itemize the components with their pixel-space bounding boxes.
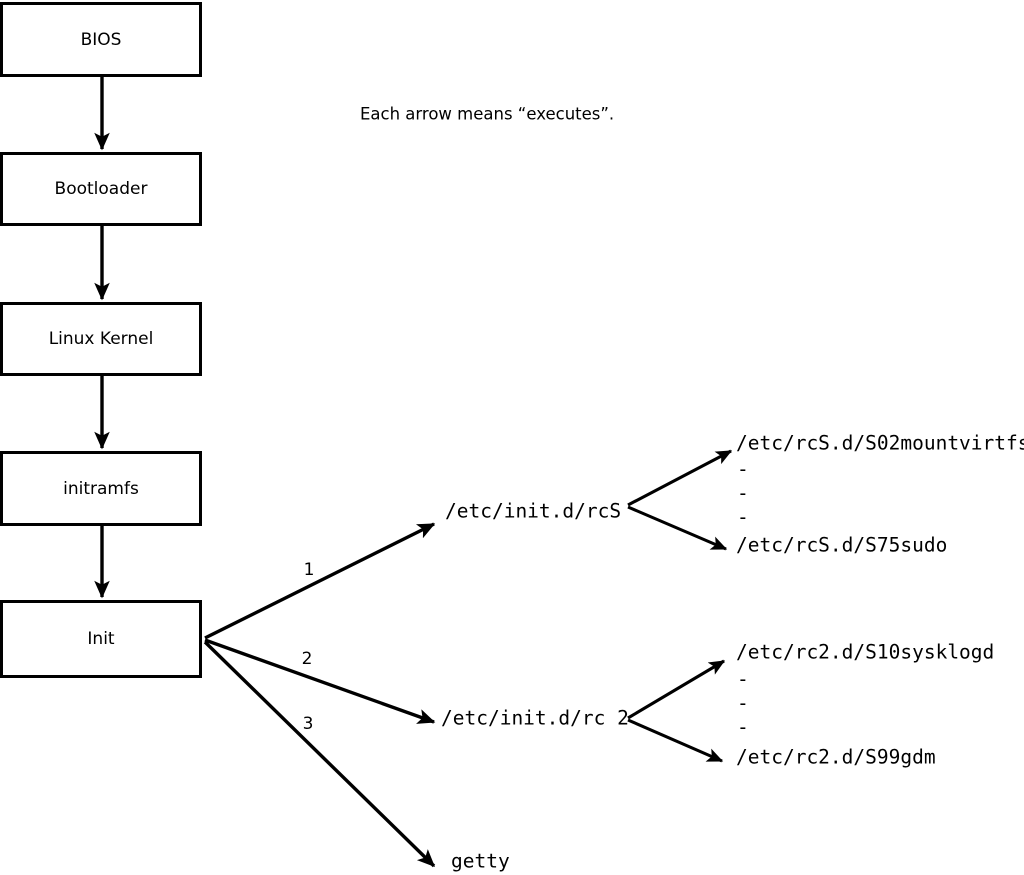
- rc2-ellipsis-dash-1: -: [737, 668, 749, 691]
- node-linux-kernel-label: Linux Kernel: [49, 329, 154, 349]
- edge-number-3: 3: [303, 714, 314, 734]
- arrow-init-to-rc2: [204, 638, 436, 724]
- caption-label: Each arrow means “executes”.: [360, 105, 614, 124]
- node-bios-rect: [0, 2, 202, 77]
- label-rcs-first-script[interactable]: /etc/rcS.d/S02mountvirtfs: [736, 432, 1024, 455]
- rcs-ellipsis-dash-1: -: [737, 458, 749, 481]
- node-initramfs[interactable]: initramfs: [0, 451, 202, 526]
- node-init-rect: [0, 600, 202, 678]
- node-bootloader[interactable]: Bootloader: [0, 152, 202, 226]
- init-branch-group: 1 /etc/init.d/rcS 2 /etc/init.d/rc 2 3 g…: [203, 500, 629, 873]
- node-linux-kernel[interactable]: Linux Kernel: [0, 302, 202, 376]
- node-bootloader-rect: [0, 152, 202, 226]
- arrow-rc2-to-last-script: [627, 718, 724, 763]
- edge-number-2: 2: [302, 649, 313, 669]
- label-rcs-last-script[interactable]: /etc/rcS.d/S75sudo: [736, 534, 947, 557]
- label-rc2-last-script[interactable]: /etc/rc2.d/S99gdm: [736, 746, 936, 769]
- node-initramfs-rect: [0, 451, 202, 526]
- arrow-init-to-rcs: [204, 522, 436, 640]
- label-rc2-first-script[interactable]: /etc/rc2.d/S10sysklogd: [736, 641, 994, 664]
- edge-number-1: 1: [304, 560, 315, 580]
- rc2-ellipsis-dash-2: -: [737, 692, 749, 715]
- node-bios[interactable]: BIOS: [0, 2, 202, 77]
- arrow-init-to-getty: [203, 640, 436, 868]
- label-etc-init-d-rcs[interactable]: /etc/init.d/rcS: [445, 500, 621, 523]
- node-initramfs-label: initramfs: [63, 479, 139, 499]
- label-getty[interactable]: getty: [451, 850, 510, 873]
- node-linux-kernel-rect: [0, 302, 202, 376]
- arrow-rcs-to-last-script: [627, 505, 728, 551]
- rcs-scripts-group: /etc/rcS.d/S02mountvirtfs - - - /etc/rcS…: [627, 432, 1024, 557]
- rcs-ellipsis-dash-2: -: [737, 482, 749, 505]
- rc2-scripts-group: /etc/rc2.d/S10sysklogd - - - /etc/rc2.d/…: [627, 641, 994, 769]
- node-bootloader-label: Bootloader: [55, 179, 148, 199]
- label-etc-init-d-rc-2[interactable]: /etc/init.d/rc 2: [441, 707, 629, 730]
- arrow-rcs-to-first-script: [627, 449, 733, 507]
- node-init[interactable]: Init: [0, 600, 202, 678]
- rcs-ellipsis-dash-3: -: [737, 506, 749, 529]
- rc2-ellipsis-dash-3: -: [737, 716, 749, 739]
- arrow-rc2-to-first-script: [627, 659, 726, 720]
- boot-chain-group: BIOS Bootloader Linux Kernel initramfs I…: [0, 2, 202, 678]
- node-bios-label: BIOS: [81, 30, 122, 50]
- node-init-label: Init: [87, 629, 115, 649]
